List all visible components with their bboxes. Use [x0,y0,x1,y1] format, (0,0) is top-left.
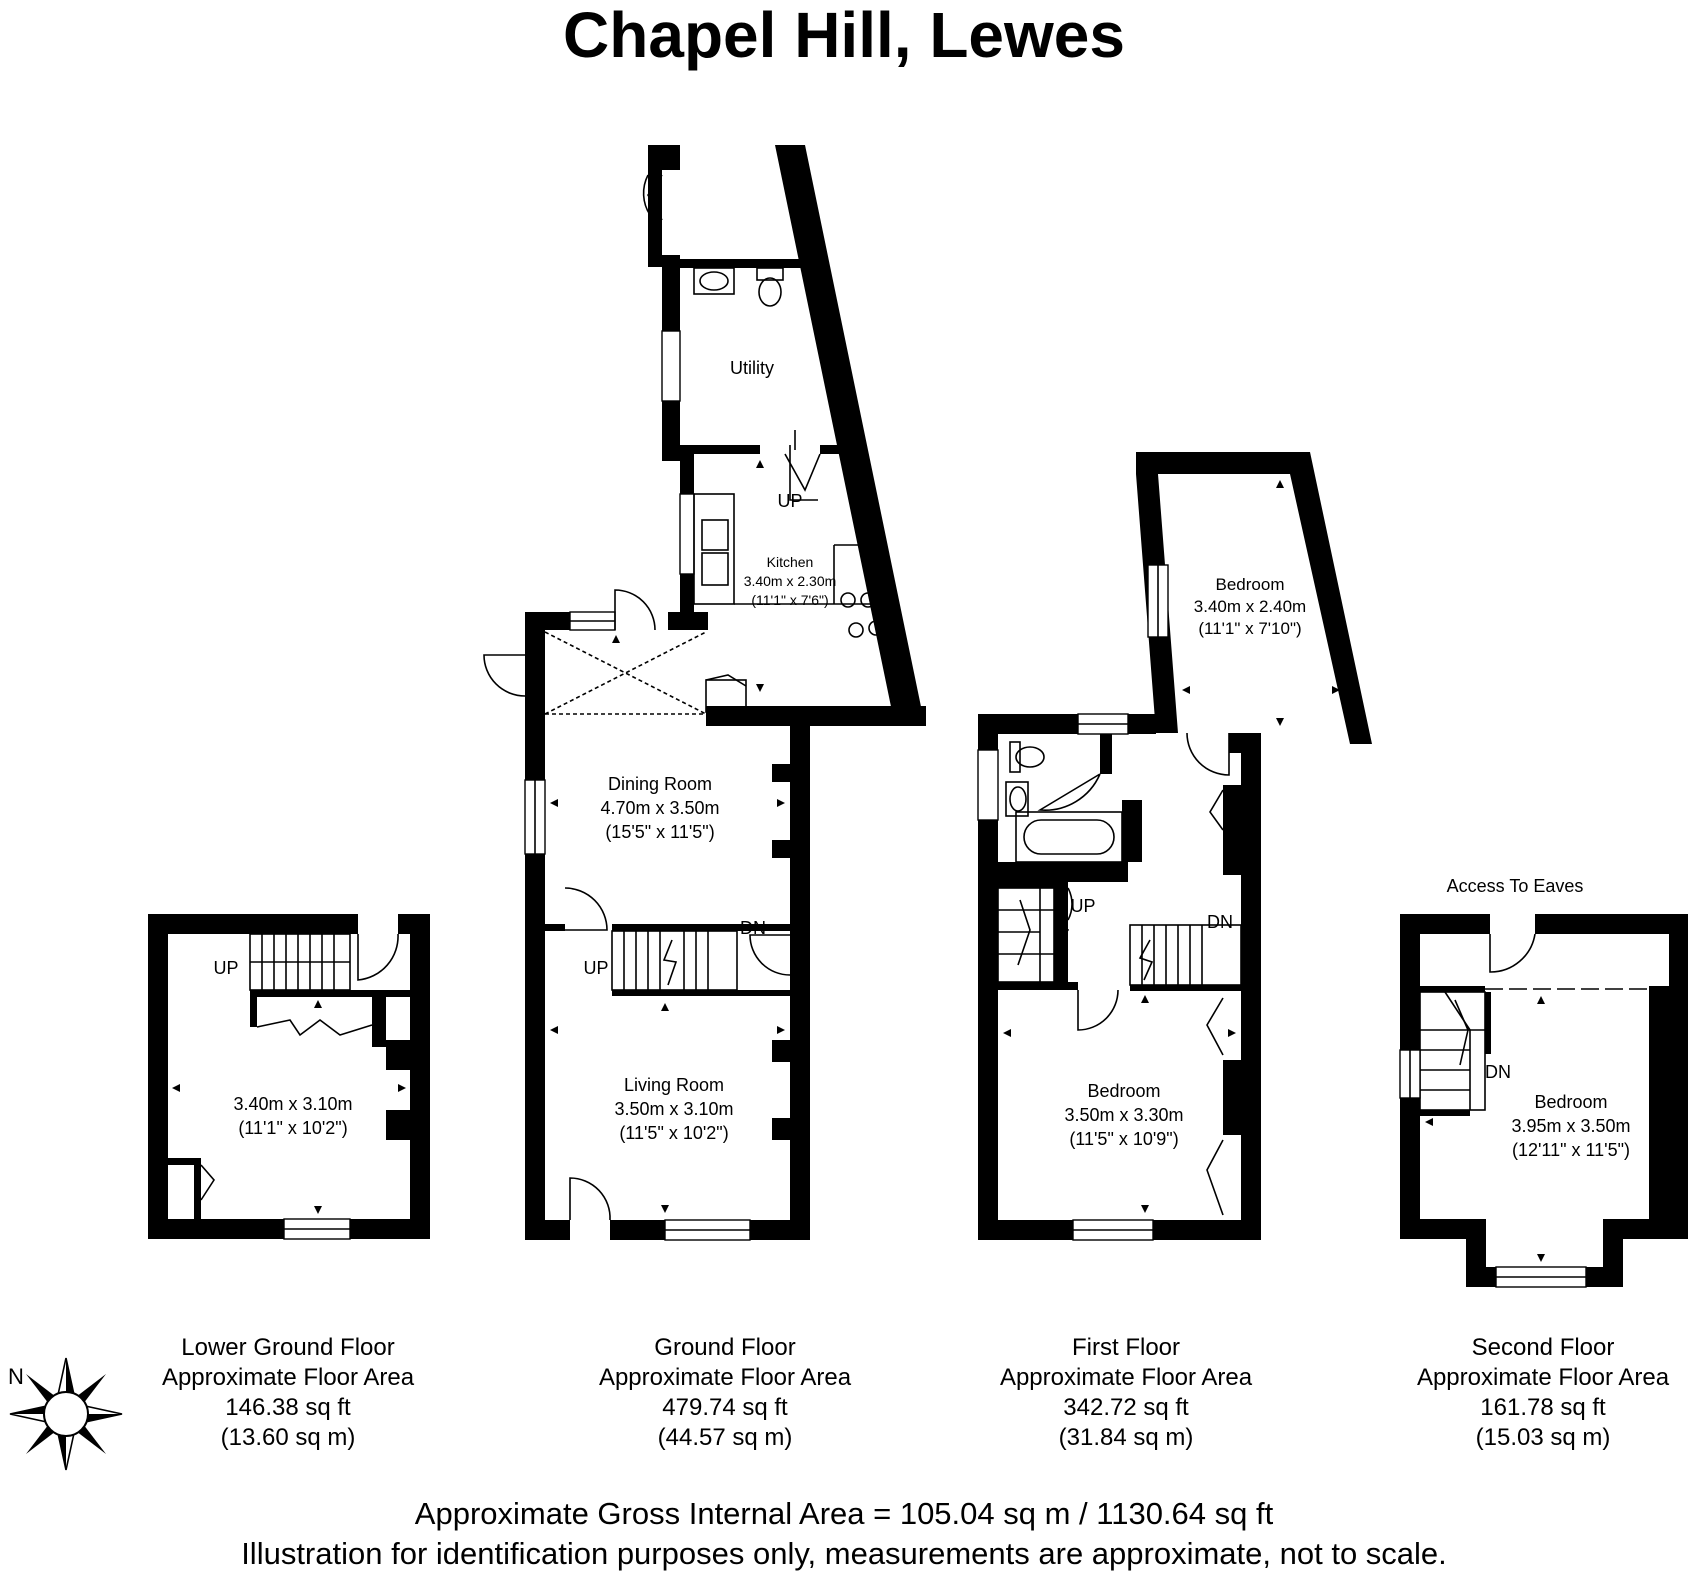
first-floor-plan [977,452,1372,1241]
compass-rose-icon [9,1357,123,1471]
bedroom-rear-label: Bedroom [1216,575,1285,594]
lower-stairs [249,933,351,991]
lower-up-label: UP [213,958,238,978]
lower-ground-floor-plan [148,914,430,1240]
lower-room-imperial: (11'1" x 10'2") [238,1118,347,1138]
floor-name: Ground Floor [654,1334,796,1361]
bedroom-first-label: Bedroom [1087,1081,1160,1101]
dining-label: Dining Room [608,774,712,794]
bedroom-second-metric: 3.95m x 3.50m [1511,1116,1630,1136]
basin-icon [1005,781,1029,817]
toilet-icon [1009,741,1045,773]
dining-metric: 4.70m x 3.50m [600,798,719,818]
floor-area-sqm: (15.03 sq m) [1475,1424,1611,1451]
floor-area-sqft: 479.74 sq ft [662,1394,788,1421]
second-floor-plan [1399,914,1688,1288]
floor-area-lower-ground: Lower Ground Floor Approximate Floor Are… [128,1333,448,1453]
second-stairs [1419,991,1491,1111]
floor-name: Second Floor [1471,1334,1615,1361]
floor-area-ground: Ground Floor Approximate Floor Area 479.… [565,1333,885,1453]
utility-label: Utility [730,358,774,378]
floor-area-first: First Floor Approximate Floor Area 342.7… [966,1333,1286,1453]
ground-stairs [545,924,790,996]
compass-north-label: N [8,1364,24,1389]
kitchen-worktop [693,493,870,605]
kitchen-imperial: (11'1" x 7'6") [751,592,828,608]
floor-area-sqft: 146.38 sq ft [225,1394,351,1421]
kitchen-up-label: UP [777,491,802,511]
living-metric: 3.50m x 3.10m [614,1099,733,1119]
kitchen-stairs [784,430,821,501]
floor-area-label: Approximate Floor Area [598,1364,852,1391]
living-imperial: (11'5" x 10'2") [619,1123,728,1143]
lower-room-metric: 3.40m x 3.10m [233,1094,352,1114]
access-to-eaves-label: Access To Eaves [1447,876,1584,896]
second-dn-label: DN [1485,1062,1511,1082]
floor-name: First Floor [1072,1334,1180,1361]
floor-area-label: Approximate Floor Area [999,1364,1253,1391]
dining-imperial: (15'5" x 11'5") [605,822,714,842]
utility-basin-icon [693,267,735,295]
ground-floor-plan [483,145,926,1241]
kitchen-label: Kitchen [767,554,814,570]
ground-dn-label: DN [740,918,766,938]
kitchen-metric: 3.40m x 2.30m [744,573,837,589]
bedroom-first-imperial: (11'5" x 10'9") [1069,1129,1178,1149]
floor-area-sqm: (44.57 sq m) [657,1424,793,1451]
first-dn-label: DN [1207,912,1233,932]
floor-area-sqft: 161.78 sq ft [1480,1394,1606,1421]
plan-title: Chapel Hill, Lewes [563,0,1125,71]
first-stairs-up [997,882,1073,983]
bedroom-second-imperial: (12'11" x 11'5") [1512,1140,1630,1160]
floor-area-sqft: 342.72 sq ft [1063,1394,1189,1421]
living-label: Living Room [624,1075,724,1095]
floor-area-sqm: (31.84 sq m) [1058,1424,1194,1451]
gross-internal-area: Approximate Gross Internal Area = 105.04… [414,1496,1274,1531]
ground-up-label: UP [583,958,608,978]
floor-name: Lower Ground Floor [181,1334,395,1361]
floor-area-label: Approximate Floor Area [1416,1364,1670,1391]
bedroom-rear-metric: 3.40m x 2.40m [1194,597,1306,616]
floor-area-sqm: (13.60 sq m) [220,1424,356,1451]
bedroom-first-metric: 3.50m x 3.30m [1064,1105,1183,1125]
bedroom-second-label: Bedroom [1534,1092,1607,1112]
floor-area-label: Approximate Floor Area [161,1364,415,1391]
bath-icon [1015,811,1123,863]
floor-area-second: Second Floor Approximate Floor Area 161.… [1383,1333,1688,1453]
bedroom-rear-imperial: (11'1" x 7'10") [1198,619,1301,638]
disclaimer: Illustration for identification purposes… [241,1536,1447,1571]
hob-icon [840,592,884,638]
first-up-label: UP [1070,896,1095,916]
utility-wc-icon [756,267,784,307]
first-stairs-dn [1129,924,1242,986]
